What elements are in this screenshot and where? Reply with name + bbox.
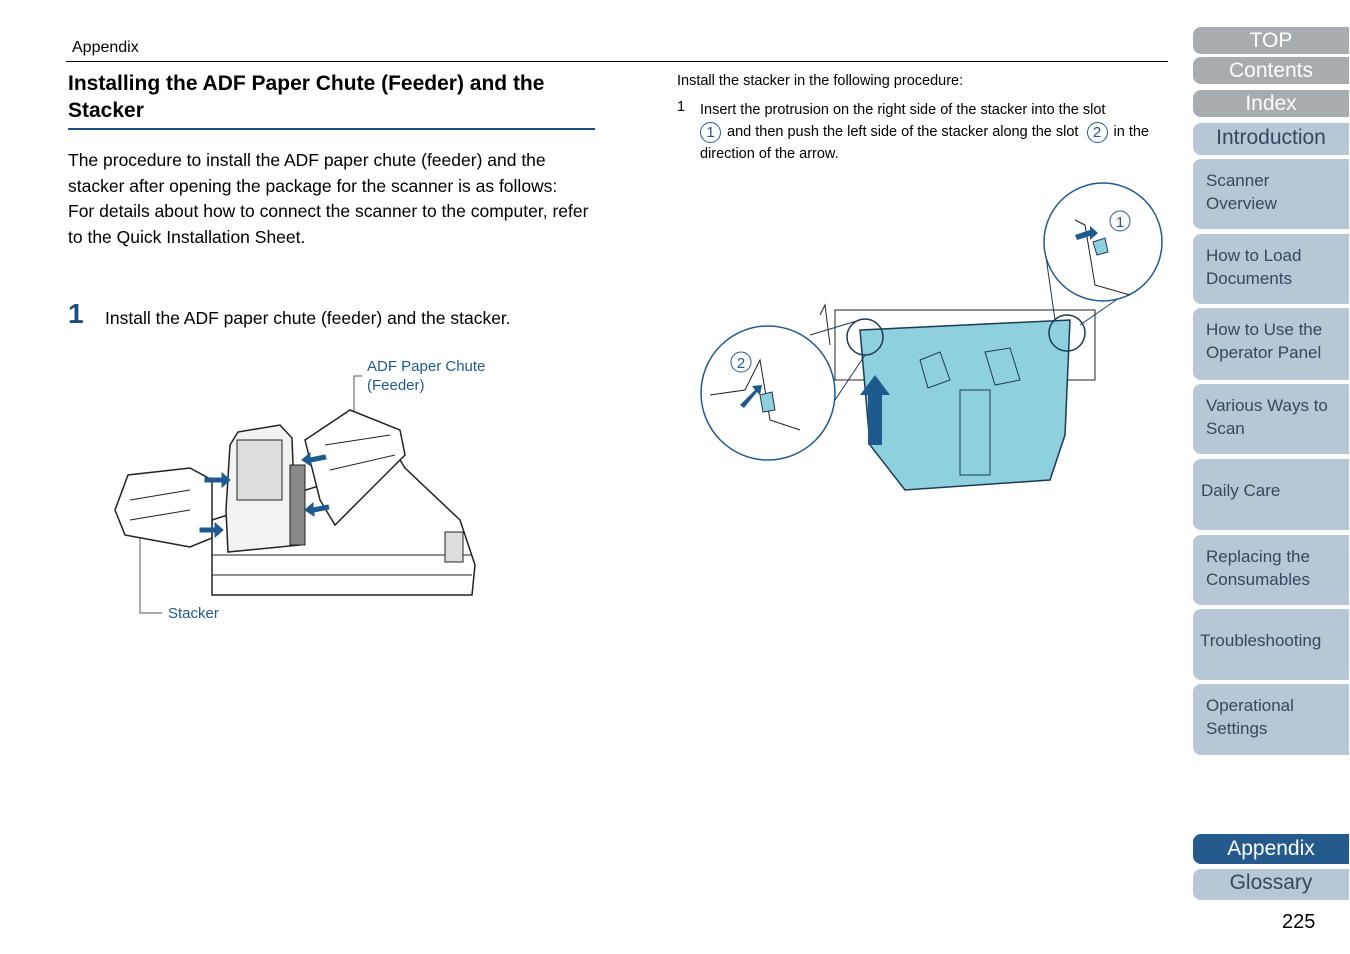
- page-number: 225: [1282, 911, 1316, 933]
- circle-marker-1: 1: [700, 121, 721, 143]
- nav-consumables[interactable]: Replacing the Consumables: [1193, 535, 1349, 605]
- stacker-install-illustration: 1 2: [700, 182, 1163, 491]
- right-intro: Install the stacker in the following pro…: [677, 73, 964, 89]
- callout-feeder: ADF Paper Chute (Feeder): [367, 357, 485, 395]
- scanner-illustration: [114, 375, 476, 614]
- circle-marker-2: 2: [1086, 121, 1108, 143]
- header-section-label: Appendix: [72, 39, 139, 56]
- nav-troubleshooting[interactable]: Troubleshooting: [1193, 609, 1349, 680]
- push-arrow: [860, 375, 890, 445]
- nav-top-button[interactable]: TOP: [1193, 27, 1349, 54]
- nav-operational-settings-line-2: Settings: [1206, 719, 1268, 738]
- callout-stacker: Stacker: [168, 605, 219, 622]
- nav-glossary[interactable]: Glossary: [1193, 869, 1349, 900]
- section-title: Installing the ADF Paper Chute (Feeder) …: [68, 72, 545, 122]
- substep-number: 1: [677, 99, 686, 115]
- nav-contents-button[interactable]: Contents: [1193, 57, 1349, 84]
- substep-text: Insert the protrusion on the right side …: [700, 99, 1166, 165]
- nav-load-documents-line-2: Documents: [1206, 269, 1292, 288]
- nav-operational-settings[interactable]: Operational Settings: [1193, 684, 1349, 755]
- nav-scanner-overview-line-1: Scanner: [1206, 171, 1270, 190]
- step-number: 1: [68, 298, 84, 329]
- zoom-label-2: 2: [737, 355, 745, 372]
- nav-appendix[interactable]: Appendix: [1193, 834, 1349, 864]
- nav-index-button[interactable]: Index: [1193, 90, 1349, 117]
- nav-scanner-overview-line-2: Overview: [1206, 194, 1277, 213]
- nav-ways-to-scan[interactable]: Various Ways to Scan: [1193, 384, 1349, 454]
- zoom-label-1: 1: [1116, 214, 1124, 231]
- callout-feeder-line-2: (Feeder): [367, 377, 425, 394]
- step-text: Install the ADF paper chute (feeder) and…: [105, 308, 511, 328]
- nav-consumables-line-2: Consumables: [1206, 570, 1310, 589]
- nav-daily-care[interactable]: Daily Care: [1193, 459, 1349, 530]
- intro-line-1: The procedure to install the ADF paper c…: [68, 150, 558, 196]
- nav-load-documents-line-1: How to Load: [1206, 246, 1302, 265]
- nav-scanner-overview[interactable]: Scanner Overview: [1193, 159, 1349, 229]
- nav-ways-to-scan-line-1: Various Ways to: [1206, 396, 1328, 415]
- title-underline: [68, 128, 595, 130]
- header-divider: [66, 61, 1168, 62]
- substep-part-1: Insert the protrusion on the right side …: [700, 102, 1106, 118]
- intro-line-2: For details about how to connect the sca…: [68, 201, 589, 248]
- nav-load-documents[interactable]: How to Load Documents: [1193, 234, 1349, 304]
- flatbed-base: [211, 459, 476, 596]
- nav-operator-panel-line-2: Operator Panel: [1206, 343, 1322, 362]
- callout-feeder-line-1: ADF Paper Chute: [367, 358, 486, 375]
- nav-introduction[interactable]: Introduction: [1193, 123, 1349, 155]
- nav-operator-panel[interactable]: How to Use the Operator Panel: [1193, 308, 1349, 380]
- nav-operational-settings-line-1: Operational: [1206, 696, 1294, 715]
- substep-part-3: in the direction of the arrow.: [700, 124, 1149, 162]
- stacker-tray: [114, 467, 213, 548]
- nav-ways-to-scan-line-2: Scan: [1206, 419, 1245, 438]
- substep-part-2: and then push the left side of the stack…: [727, 124, 1079, 140]
- nav-consumables-line-1: Replacing the: [1206, 547, 1310, 566]
- nav-operator-panel-line-1: How to Use the: [1206, 320, 1323, 339]
- intro-text: The procedure to install the ADF paper c…: [68, 148, 598, 251]
- adf-feeder: [304, 409, 406, 527]
